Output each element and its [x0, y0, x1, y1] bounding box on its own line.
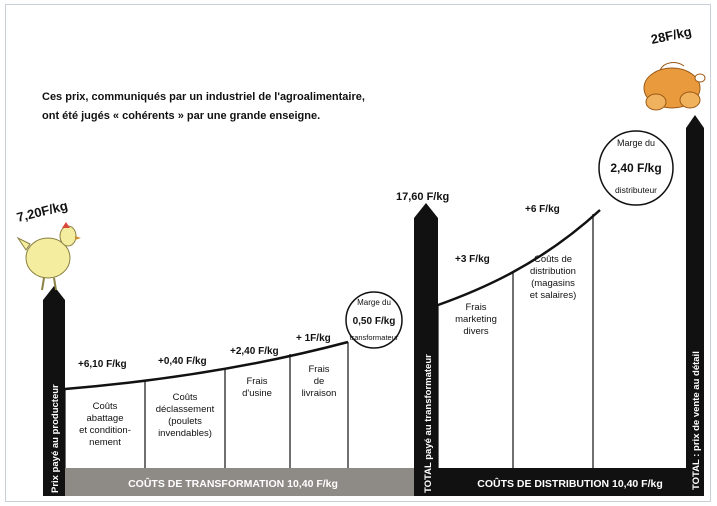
- distributor-margin-bottom: distributeur: [615, 185, 657, 195]
- caption-line-1: Ces prix, communiqués par un industriel …: [42, 91, 365, 103]
- box-delivery-line-2: de: [314, 376, 325, 387]
- processor-margin-circle: [345, 291, 403, 349]
- box-marketing-line-2: marketing: [455, 314, 497, 325]
- increment-marketing: +3 F/kg: [455, 254, 490, 265]
- box-downgrading-line-4: invendables): [158, 428, 212, 439]
- box-downgrading-line-2: déclassement: [156, 404, 215, 415]
- box-slaughter-line-3: et condition-: [79, 425, 131, 436]
- band-transformation-label: COÛTS DE TRANSFORMATION 10,40 F/kg: [128, 477, 338, 490]
- retail-bar-label: TOTAL : prix de vente au détail: [691, 351, 702, 490]
- processor-margin-bottom: transformateur: [350, 333, 399, 342]
- box-delivery-line-3: livraison: [302, 388, 337, 399]
- box-plant-line-2: d'usine: [242, 388, 272, 399]
- distributor-margin-value: 2,40 F/kg: [610, 161, 661, 175]
- box-downgrading-line-1: Coûts: [173, 392, 198, 403]
- producer-bar: [43, 300, 65, 496]
- box-distribution-line-2: distribution: [530, 266, 576, 277]
- increment-slaughter: +6,10 F/kg: [78, 359, 127, 370]
- roast-chicken-icon: [643, 62, 706, 111]
- distributor-margin-top: Marge du: [617, 138, 655, 148]
- band-transformation: [52, 468, 414, 496]
- box-slaughter-line-2: abattage: [87, 413, 124, 424]
- box-distribution-line-3: (magasins: [531, 278, 575, 289]
- box-marketing-line-1: Frais: [465, 302, 486, 313]
- box-delivery-line-1: Frais: [308, 364, 329, 375]
- increment-distribution: +6 F/kg: [525, 204, 560, 215]
- live-chicken-icon: [16, 222, 81, 291]
- box-distribution-line-4: et salaires): [530, 290, 576, 301]
- transformation-dividers: [64, 342, 349, 468]
- producer-bar-label: Prix payé au producteur: [50, 384, 61, 493]
- distribution-curve: [437, 209, 601, 307]
- increment-downgrading: +0,40 F/kg: [158, 356, 207, 367]
- retail-bar: [686, 128, 704, 496]
- processor-price-label: 17,60 F/kg: [396, 191, 449, 203]
- box-plant-line-1: Frais: [246, 376, 267, 387]
- caption: Ces prix, communiqués par un industriel …: [42, 88, 482, 126]
- box-slaughter-line-1: Coûts: [93, 401, 118, 412]
- processor-margin-value: 0,50 F/kg: [353, 316, 396, 327]
- retail-price-label: 28F/kg: [650, 24, 693, 47]
- box-distribution-line-1: Coûts de: [534, 254, 572, 265]
- caption-line-2: ont été jugés « cohérents » par une gran…: [42, 110, 321, 122]
- processor-bar: [414, 218, 438, 496]
- retail-bar-arrow: [686, 115, 704, 128]
- producer-price-label: 7,20F/kg: [15, 198, 69, 225]
- increment-plant: +2,40 F/kg: [230, 346, 279, 357]
- distributor-margin-circle: [598, 130, 674, 206]
- box-slaughter-line-4: nement: [89, 437, 121, 448]
- processor-bar-arrow: [414, 203, 438, 218]
- processor-bar-label: TOTAL payé au transformateur: [423, 354, 434, 493]
- producer-bar-arrow: [43, 286, 65, 300]
- increment-delivery: + 1F/kg: [296, 333, 331, 344]
- band-distribution-label: COÛTS DE DISTRIBUTION 10,40 F/kg: [477, 477, 663, 490]
- processor-margin-top: Marge du: [357, 298, 391, 307]
- distribution-dividers: [437, 214, 594, 468]
- band-distribution: [414, 468, 704, 496]
- box-marketing-line-3: divers: [463, 326, 489, 337]
- box-downgrading-line-3: (poulets: [168, 416, 202, 427]
- transformation-curve: [64, 340, 349, 391]
